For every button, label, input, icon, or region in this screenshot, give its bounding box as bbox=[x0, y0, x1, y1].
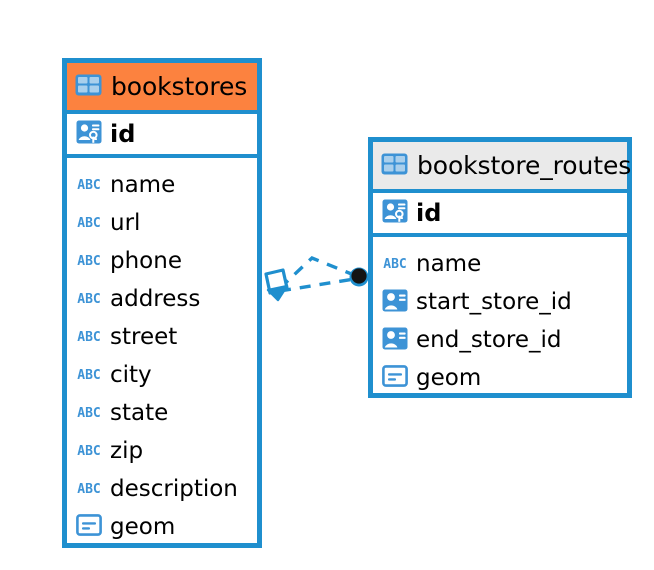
text-abc-icon: ABC bbox=[77, 177, 101, 193]
field-list-bookstore-routes: ABC name start_store_id bbox=[373, 237, 627, 406]
field-label: end_store_id bbox=[416, 326, 562, 353]
entity-header-bookstores: bookstores bbox=[67, 63, 257, 110]
table-icon bbox=[75, 74, 102, 100]
field-label: street bbox=[110, 323, 178, 350]
entity-header-bookstore-routes: bookstore_routes bbox=[373, 142, 631, 189]
field-list-bookstores: ABC name ABC url ABC phone ABC ad bbox=[67, 158, 257, 555]
primary-key-icon bbox=[382, 199, 408, 227]
field-label: url bbox=[110, 209, 141, 236]
field-label: city bbox=[110, 361, 152, 388]
field-row[interactable]: ABC city bbox=[76, 356, 248, 394]
primary-key-label: id bbox=[416, 199, 442, 227]
field-row[interactable]: ABC name bbox=[382, 245, 618, 283]
field-row[interactable]: ABC phone bbox=[76, 242, 248, 280]
text-abc-icon: ABC bbox=[77, 367, 101, 383]
field-row[interactable]: ABC address bbox=[76, 280, 248, 318]
geometry-icon bbox=[382, 365, 408, 391]
primary-key-label: id bbox=[110, 120, 136, 148]
field-label: zip bbox=[110, 437, 144, 464]
field-row[interactable]: start_store_id bbox=[382, 283, 618, 321]
field-label: address bbox=[110, 285, 201, 312]
text-abc-icon: ABC bbox=[77, 481, 101, 497]
field-label: start_store_id bbox=[416, 288, 572, 315]
text-abc-icon: ABC bbox=[77, 291, 101, 307]
text-abc-icon: ABC bbox=[77, 329, 101, 345]
field-row-primary-key[interactable]: id bbox=[67, 110, 257, 158]
field-row[interactable]: ABC name bbox=[76, 166, 248, 204]
field-label: geom bbox=[110, 513, 176, 540]
text-abc-icon: ABC bbox=[77, 215, 101, 231]
foreign-key-icon bbox=[382, 327, 408, 354]
field-label: phone bbox=[110, 247, 182, 274]
entity-bookstores[interactable]: bookstores id ABC bbox=[62, 58, 262, 548]
filled-circle-marker bbox=[349, 267, 369, 287]
field-row[interactable]: end_store_id bbox=[382, 321, 618, 359]
field-row[interactable]: geom bbox=[382, 359, 618, 397]
entity-bookstore-routes[interactable]: bookstore_routes id ABC bbox=[368, 137, 632, 398]
table-icon bbox=[381, 153, 408, 179]
entity-title: bookstore_routes bbox=[417, 151, 632, 180]
field-label: name bbox=[416, 250, 482, 277]
relationship-line-upper bbox=[278, 256, 355, 290]
entity-title: bookstores bbox=[111, 72, 248, 101]
primary-key-icon bbox=[76, 120, 102, 148]
text-abc-icon: ABC bbox=[77, 405, 101, 421]
field-label: state bbox=[110, 399, 169, 426]
field-row-primary-key[interactable]: id bbox=[373, 189, 627, 237]
field-row[interactable]: geom bbox=[76, 508, 248, 546]
field-label: name bbox=[110, 171, 176, 198]
field-row[interactable]: ABC street bbox=[76, 318, 248, 356]
field-row[interactable]: ABC zip bbox=[76, 432, 248, 470]
field-row[interactable]: ABC state bbox=[76, 394, 248, 432]
text-abc-icon: ABC bbox=[77, 253, 101, 269]
diamond-marker bbox=[264, 268, 289, 302]
text-abc-icon: ABC bbox=[77, 443, 101, 459]
text-abc-icon: ABC bbox=[383, 256, 407, 272]
field-label: description bbox=[110, 475, 238, 502]
field-label: geom bbox=[416, 364, 482, 391]
field-row[interactable]: ABC url bbox=[76, 204, 248, 242]
field-row[interactable]: ABC description bbox=[76, 470, 248, 508]
relationship-line-lower bbox=[279, 277, 355, 293]
foreign-key-icon bbox=[382, 289, 408, 316]
geometry-icon bbox=[76, 514, 102, 540]
